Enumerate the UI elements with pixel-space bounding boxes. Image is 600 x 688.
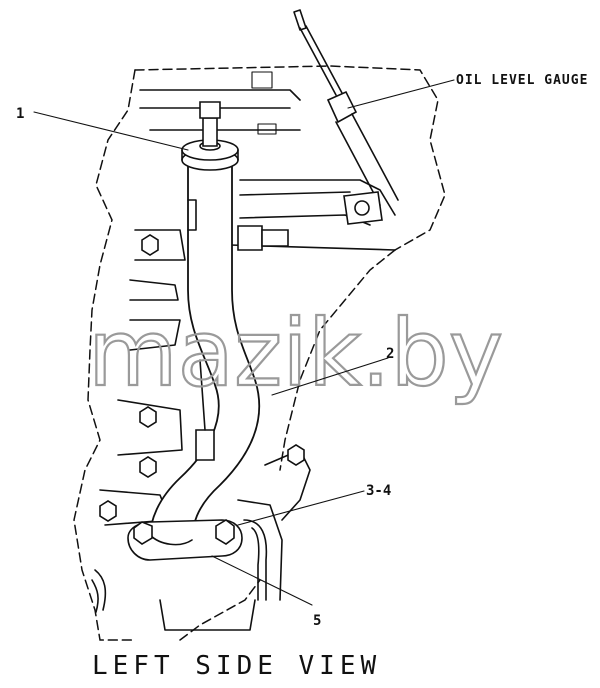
callout-part-2: 2 xyxy=(386,346,394,362)
flange-bolts xyxy=(133,519,235,545)
watermark: mazik.by xyxy=(87,299,504,408)
watermark-text: mazik.by xyxy=(88,300,503,407)
engine-block-details xyxy=(91,71,396,631)
view-title: LEFT SIDE VIEW xyxy=(92,651,381,681)
oil-level-gauge-dipstick xyxy=(293,9,399,225)
side-fitting xyxy=(237,225,289,251)
tube-clip xyxy=(243,519,268,601)
callout-part-1: 1 xyxy=(16,106,24,122)
callout-part-3-4: 3-4 xyxy=(366,483,391,499)
callout-oil-level-gauge: OIL LEVEL GAUGE xyxy=(456,73,588,88)
oil-filler-tube xyxy=(148,101,261,551)
callout-part-5: 5 xyxy=(313,613,321,629)
block-bolts xyxy=(99,234,305,522)
leader-lines xyxy=(33,79,455,606)
tube-support-bracket xyxy=(195,359,215,461)
engine-block-outline xyxy=(73,65,446,641)
